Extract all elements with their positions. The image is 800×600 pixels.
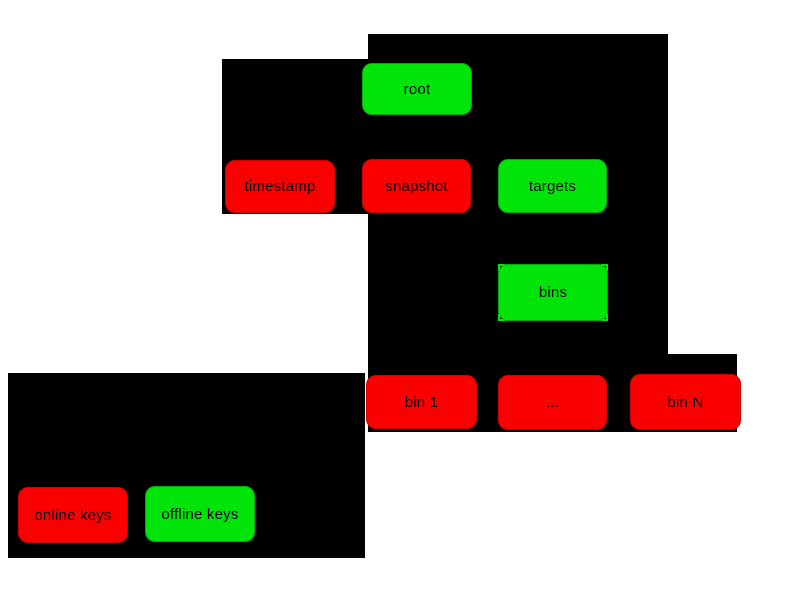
node-root-label: root [403,80,431,98]
node-root: root [362,63,472,115]
node-bin-n: bin N [630,374,741,430]
node-targets-label: targets [528,177,577,195]
selection-corner-mark [601,264,608,271]
selection-corner-mark [498,264,505,271]
node-bin-ellipsis-label: ... [545,394,560,411]
selection-corner-mark [498,314,505,321]
node-targets: targets [498,159,607,213]
node-bin-n-label: bin N [667,393,704,411]
node-snapshot: snapshot [362,159,471,213]
legend-online-keys-label: online keys [34,506,112,524]
node-bin-1: bin 1 [366,375,477,429]
node-bins: bins [498,264,608,321]
legend-offline-keys-label: offline keys [161,505,239,523]
node-snapshot-label: snapshot [385,177,448,195]
selection-corner-mark [601,314,608,321]
legend-offline-keys: offline keys [145,486,255,542]
node-bin-1-label: bin 1 [404,393,439,411]
node-bin-ellipsis: ... [498,375,607,430]
legend-online-keys: online keys [18,487,128,543]
node-timestamp-label: timestamp [244,178,316,195]
node-timestamp: timestamp [225,160,335,213]
node-bins-label: bins [538,284,568,301]
